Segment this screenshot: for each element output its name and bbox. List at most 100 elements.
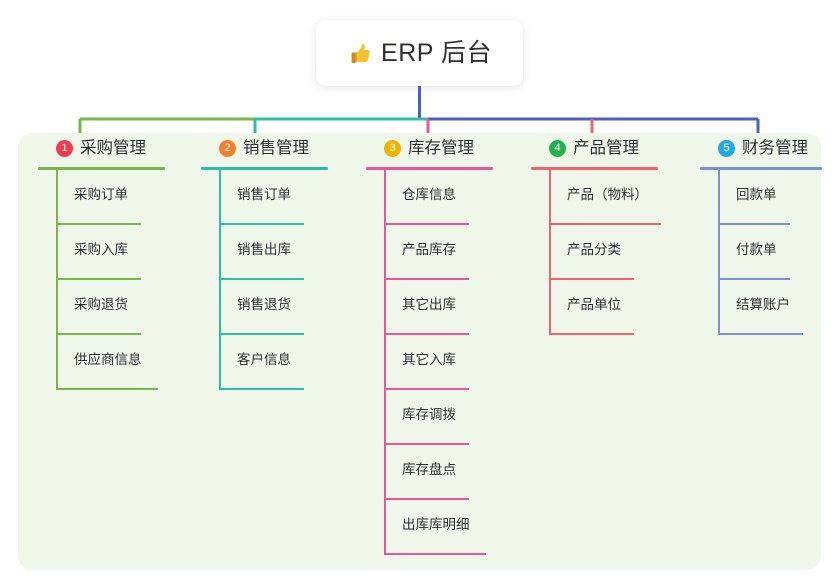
column-4: 4 产品管理产品（物料） 产品分类产品单位 [531,133,661,335]
column-title-3: 库存管理 [408,138,474,157]
menu-item[interactable]: 客户信息 [201,335,328,390]
menu-item-rule [56,333,141,335]
column-header-rule-5 [700,167,822,170]
column-badge-3: 3 [384,139,401,157]
menu-item[interactable]: 仓库信息 [366,170,493,225]
column-badge-4: 4 [549,139,566,157]
column-title-5: 财务管理 [742,138,808,157]
column-title-4: 产品管理 [573,138,639,157]
menu-item[interactable]: 销售订单 [201,170,328,225]
menu-item-rule [549,223,661,225]
menu-item-rule [384,388,469,390]
menu-item[interactable]: 付款单 [700,225,822,280]
menu-item-label: 结算账户 [736,297,790,312]
column-header-1[interactable]: 1 采购管理 [38,133,165,163]
menu-item-label: 其它出库 [402,297,456,312]
menu-item-label: 产品分类 [567,242,621,257]
menu-item-label: 付款单 [736,242,777,257]
column-title-2: 销售管理 [243,138,309,157]
column-spine-5 [718,170,720,335]
column-badge-2: 2 [219,139,236,157]
column-header-4[interactable]: 4 产品管理 [531,133,658,163]
menu-item[interactable]: 库存盘点 [366,445,493,500]
menu-item[interactable]: 销售退货 [201,280,328,335]
menu-item-label: 采购入库 [74,242,128,257]
menu-item-label: 产品库存 [402,242,456,257]
thumbs-up-icon [351,43,370,63]
column-3: 3 库存管理仓库信息产品库存其它出库其它入库库存调拨库存盘点出库库明细 [366,133,493,555]
menu-item[interactable]: 采购退货 [38,280,165,335]
menu-item-rule [549,333,634,335]
menu-item-rule [219,333,304,335]
menu-item-label: 供应商信息 [74,352,142,367]
column-spine-3 [384,170,386,555]
menu-item-rule [384,498,469,500]
menu-item-rule [56,223,141,225]
column-spine-2 [219,170,221,390]
menu-item-rule [718,278,790,280]
menu-item-label: 仓库信息 [402,187,456,202]
menu-item-rule [56,388,158,390]
column-title-1: 采购管理 [80,138,146,157]
menu-item[interactable]: 销售出库 [201,225,328,280]
menu-item[interactable]: 回款单 [700,170,822,225]
column-items-5: 回款单付款单结算账户 [700,170,822,335]
column-header-rule-1 [38,167,165,170]
column-header-5[interactable]: 5 财务管理 [700,133,822,163]
menu-item[interactable]: 出库库明细 [366,500,493,555]
menu-item[interactable]: 结算账户 [700,280,822,335]
menu-item-label: 销售出库 [237,242,291,257]
column-header-rule-4 [531,167,658,170]
menu-item-rule [718,333,803,335]
root-title-label: ERP 后台 [381,38,492,67]
menu-item-label: 其它入库 [402,352,456,367]
menu-item-label: 客户信息 [237,352,291,367]
menu-item-rule [384,223,469,225]
menu-item-label: 产品（物料） [567,187,648,202]
menu-item-rule [718,223,790,225]
menu-item[interactable]: 其它入库 [366,335,493,390]
menu-item[interactable]: 产品单位 [531,280,658,335]
column-spine-4 [549,170,551,335]
menu-item-rule [384,553,486,555]
menu-item[interactable]: 产品（物料） [531,170,661,225]
menu-item[interactable]: 产品库存 [366,225,493,280]
column-1: 1 采购管理采购订单采购入库采购退货供应商信息 [38,133,165,390]
menu-item[interactable]: 其它出库 [366,280,493,335]
menu-item-label: 回款单 [736,187,777,202]
menu-item-label: 出库库明细 [402,517,470,532]
column-header-3[interactable]: 3 库存管理 [366,133,493,163]
sitemap-panel: 1 采购管理采购订单采购入库采购退货供应商信息 2 销售管理销售订单销售出库销售退货客… [18,133,822,570]
column-badge-5: 5 [718,139,735,157]
root-title-card: ERP 后台 [316,20,523,86]
column-badge-1: 1 [56,139,73,157]
menu-item-rule [384,278,469,280]
menu-item-rule [56,278,141,280]
menu-item[interactable]: 采购入库 [38,225,165,280]
column-items-1: 采购订单采购入库采购退货供应商信息 [38,170,165,390]
menu-item-label: 产品单位 [567,297,621,312]
menu-item-rule [384,443,469,445]
column-spine-1 [56,170,58,390]
menu-item-label: 销售退货 [237,297,291,312]
menu-item[interactable]: 采购订单 [38,170,165,225]
column-header-rule-2 [201,167,328,170]
menu-item[interactable]: 库存调拨 [366,390,493,445]
menu-item-label: 库存盘点 [402,462,456,477]
menu-item-label: 销售订单 [237,187,291,202]
column-5: 5 财务管理回款单付款单结算账户 [700,133,822,335]
column-header-rule-3 [366,167,493,170]
menu-item-label: 采购退货 [74,297,128,312]
menu-item[interactable]: 供应商信息 [38,335,165,390]
menu-item-rule [219,278,304,280]
menu-item-rule [219,388,304,390]
column-2: 2 销售管理销售订单销售出库销售退货客户信息 [201,133,328,390]
column-items-4: 产品（物料） 产品分类产品单位 [531,170,661,335]
column-items-3: 仓库信息产品库存其它出库其它入库库存调拨库存盘点出库库明细 [366,170,493,555]
menu-item[interactable]: 产品分类 [531,225,658,280]
menu-item-label: 库存调拨 [402,407,456,422]
menu-item-rule [549,278,634,280]
column-header-2[interactable]: 2 销售管理 [201,133,328,163]
menu-item-rule [384,333,469,335]
menu-item-label: 采购订单 [74,187,128,202]
